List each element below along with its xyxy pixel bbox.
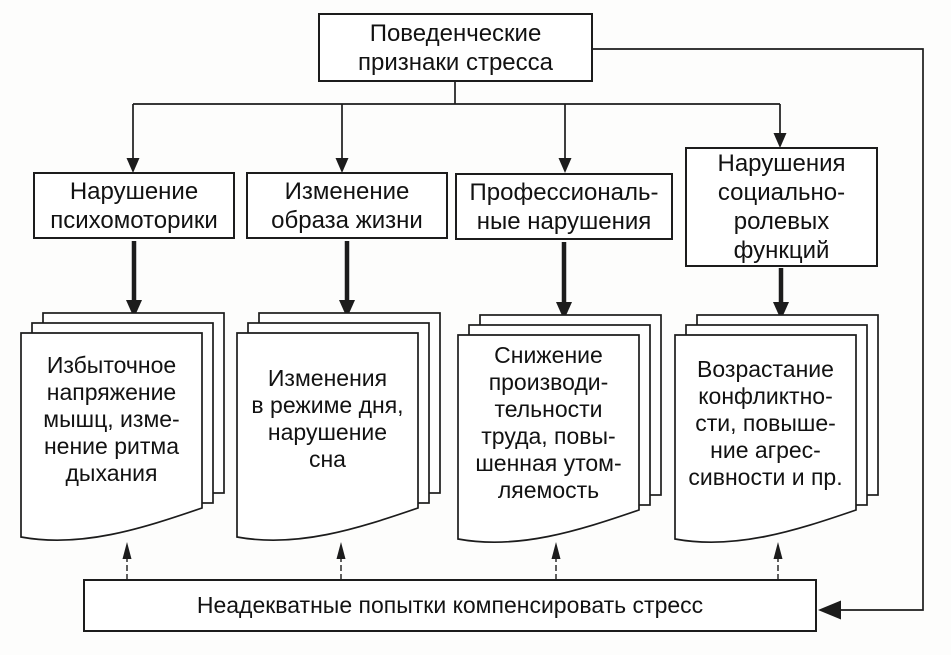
stack-label-text: Снижение производи- тельности труда, пов…	[475, 342, 622, 503]
document-stack-4	[674, 314, 879, 544]
arrowhead-down-icon	[773, 302, 789, 320]
arrowhead-up-icon	[551, 542, 561, 559]
title-box: Поведенческие признаки стресса	[318, 13, 593, 82]
arrowhead-down-icon	[335, 158, 349, 173]
arrowhead-down-icon	[126, 300, 142, 318]
category-box-label: Изменение образа жизни	[271, 177, 423, 234]
arrowhead-down-icon	[556, 302, 572, 320]
flow-arrows	[126, 241, 789, 320]
stack-page-front	[236, 332, 419, 542]
category-box-label: Нарушение психомоторики	[50, 177, 218, 234]
stack-page-front	[20, 332, 203, 542]
stack-page-front	[674, 334, 857, 544]
document-stack-3	[457, 314, 662, 544]
compensation-arrows	[122, 542, 783, 580]
category-box-label: Нарушения социально- ролевых функций	[717, 150, 846, 264]
arrowhead-up-icon	[336, 542, 346, 559]
category-box-professional: Профессиональ- ные нарушения	[455, 173, 673, 240]
arrowhead-down-icon	[126, 158, 140, 173]
bottom-box-compensation: Неадекватные попытки компенсировать стре…	[83, 579, 817, 632]
category-box-social-roles: Нарушения социально- ролевых функций	[685, 147, 878, 267]
arrowhead-down-icon	[558, 158, 572, 173]
category-box-lifestyle: Изменение образа жизни	[246, 172, 448, 239]
stack-label-text: Возрастание конфликтно- сти, повыше- ние…	[688, 355, 843, 490]
title-box-label: Поведенческие признаки стресса	[358, 19, 553, 76]
stack-label-text: Избыточное напряжение мышц, изме- нение …	[43, 351, 180, 486]
category-box-psychomotor: Нарушение психомоторики	[33, 172, 235, 239]
arrowhead-down-icon	[773, 133, 787, 148]
arrowhead-down-icon	[339, 300, 355, 318]
document-stack-4-label: Возрастание конфликтно- сти, повыше- ние…	[675, 341, 856, 505]
document-stack-1	[20, 312, 225, 542]
document-stack-1-label: Избыточное напряжение мышц, изме- нение …	[21, 339, 202, 499]
arrowhead-left-icon	[818, 600, 841, 620]
feedback-line	[593, 48, 924, 611]
document-stack-2	[236, 312, 441, 542]
stack-page-front	[457, 334, 640, 544]
branch-lines	[132, 82, 781, 160]
document-stack-2-label: Изменения в режиме дня, нарушение сна	[237, 339, 418, 499]
category-box-label: Профессиональ- ные нарушения	[469, 178, 659, 235]
feedback-loop	[593, 48, 924, 620]
branch-arrowheads	[126, 133, 787, 173]
arrowhead-up-icon	[122, 542, 132, 559]
stack-label-text: Изменения в режиме дня, нарушение сна	[251, 365, 404, 472]
bottom-box-label: Неадекватные попытки компенсировать стре…	[196, 592, 704, 618]
arrowhead-up-icon	[773, 542, 783, 559]
document-stack-3-label: Снижение производи- тельности труда, пов…	[458, 340, 639, 506]
